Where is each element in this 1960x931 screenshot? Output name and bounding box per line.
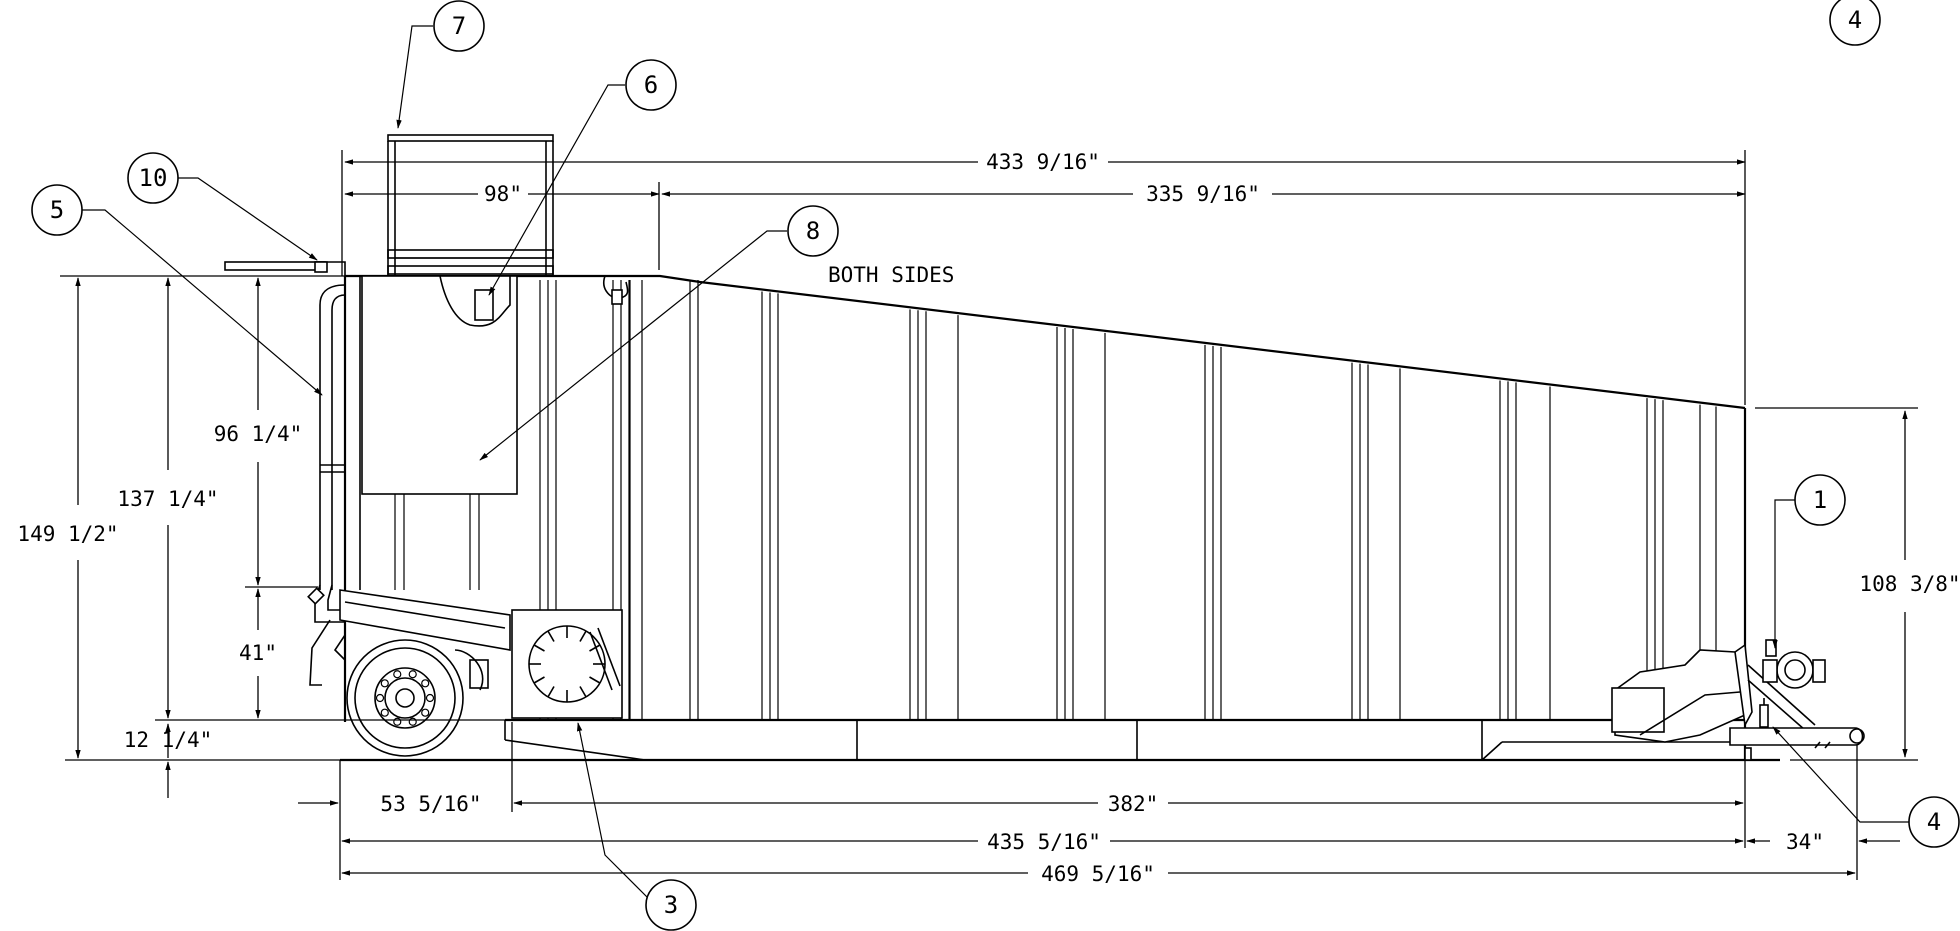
dim-bed-length: 435 5/16": [987, 830, 1101, 854]
auger-blade: [579, 686, 587, 698]
balloon-6: 6: [625, 59, 677, 111]
dim-overall-length: 469 5/16": [1041, 862, 1155, 886]
balloon-8: 8: [787, 205, 839, 257]
auger-blade: [547, 630, 555, 642]
balloon-5: 5: [31, 184, 83, 236]
auger-housing: [511, 609, 623, 719]
auger-blade: [533, 644, 545, 652]
dimension-lines: [60, 150, 1918, 880]
note-both-sides: BOTH SIDES: [828, 263, 954, 287]
dim-height-41: 41": [239, 641, 277, 665]
front-inlet-panel: [361, 275, 629, 495]
auger-blade: [597, 627, 621, 687]
dim-overall-top-length: 433 9/16": [986, 150, 1100, 174]
balloon-4-top: 4: [1829, 0, 1881, 46]
balloon-7: 7: [433, 0, 485, 52]
dim-body-length: 382": [1108, 792, 1159, 816]
svg-text:5: 5: [50, 196, 64, 224]
svg-text:1: 1: [1813, 486, 1827, 514]
auger-blade: [547, 686, 555, 698]
front-axle-assembly: [309, 589, 511, 691]
dim-height-137: 137 1/4": [117, 487, 218, 511]
dim-axle-offset: 53 5/16": [380, 792, 481, 816]
lug-nut: [393, 670, 402, 679]
dim-rear-height: 108 3/8": [1859, 572, 1960, 596]
lug-nut: [375, 693, 385, 703]
lug-nut: [393, 717, 402, 726]
lug-nut: [421, 708, 430, 717]
svg-text:10: 10: [139, 164, 168, 192]
front-wheel: [346, 639, 464, 757]
dim-ground-clearance: 12 1/4": [124, 728, 213, 752]
svg-text:6: 6: [644, 71, 658, 99]
dim-rear-section: 335 9/16": [1146, 182, 1260, 206]
auger-blade: [589, 631, 613, 691]
top-walkway-platform: [387, 134, 554, 276]
svg-text:4: 4: [1927, 808, 1941, 836]
dim-front-section: 98": [484, 182, 522, 206]
lug-nut: [408, 717, 417, 726]
balloon-leaders: [82, 25, 1910, 906]
svg-text:4: 4: [1848, 6, 1862, 34]
lug-nut: [380, 679, 389, 688]
rear-discharge-assembly: [1611, 639, 1865, 761]
balloon-10: 10: [127, 152, 179, 204]
auger-blade: [579, 630, 587, 642]
dim-overall-height: 149 1/2": [17, 522, 118, 546]
tank-body: [340, 274, 1780, 762]
lug-nut: [421, 679, 430, 688]
front-ladder-pipe: [224, 261, 346, 623]
lug-nut: [380, 708, 389, 717]
svg-text:7: 7: [452, 12, 466, 40]
auger-blade: [589, 676, 601, 684]
balloon-3: 3: [645, 879, 697, 931]
lug-nut: [408, 670, 417, 679]
svg-text:3: 3: [664, 891, 678, 919]
balloon-4: 4: [1908, 796, 1960, 848]
auger-blade: [589, 644, 601, 652]
balloon-1: 1: [1794, 474, 1846, 526]
svg-text:8: 8: [806, 217, 820, 245]
lug-nut: [425, 693, 435, 703]
dim-rear-overhang: 34": [1786, 830, 1824, 854]
dim-height-96: 96 1/4": [214, 422, 303, 446]
auger-blade: [533, 676, 545, 684]
